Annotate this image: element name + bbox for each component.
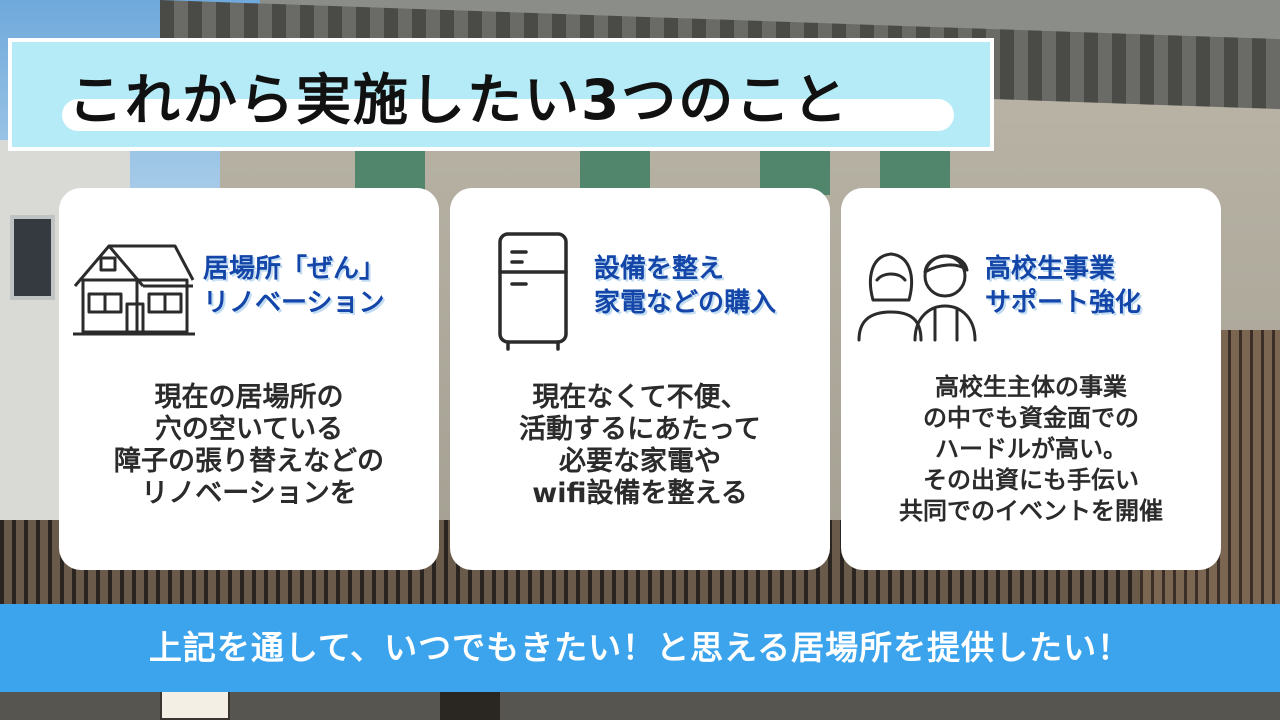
signboard	[440, 690, 500, 720]
house-icon	[73, 244, 195, 336]
card-heading: 高校生事業 サポート強化	[985, 252, 1217, 320]
green-window-pane	[880, 150, 950, 195]
card-description-line: 必要な家電や	[559, 446, 721, 477]
green-window-pane	[355, 150, 425, 195]
card-heading: 設備を整え 家電などの購入	[594, 252, 826, 320]
card-description-line: 現在の居場所の	[154, 382, 344, 413]
footer-banner: 上記を通して、いつでもきたい！と思える居場所を提供したい！	[0, 604, 1280, 692]
card-description-line: 穴の空いている	[154, 414, 344, 445]
card-description: 現在の居場所の 穴の空いている 障子の張り替えなどの リノベーションを	[59, 382, 439, 510]
title-highlight	[62, 99, 954, 131]
card-equipment: 設備を整え 家電などの購入 現在なくて不便、 活動するにあたって 必要な家電や …	[450, 188, 830, 570]
card-description-line: の中でも資金面での	[923, 404, 1139, 432]
card-description: 現在なくて不便、 活動するにあたって 必要な家電や wifi設備を整える	[450, 382, 830, 510]
card-heading-line: サポート強化	[985, 288, 1142, 318]
card-description: 高校生主体の事業 の中でも資金面での ハードルが高い。 その出資にも手伝い 共同…	[841, 372, 1221, 527]
card-description-line: 障子の張り替えなどの	[114, 446, 384, 477]
card-heading-line: 設備を整え	[594, 254, 725, 284]
card-student-support: 高校生事業 サポート強化 高校生主体の事業 の中でも資金面での ハードルが高い。…	[841, 188, 1221, 570]
page-title: これから実施したい3つのこと	[68, 68, 850, 132]
card-heading-line: 居場所「ぜん」	[203, 254, 386, 284]
green-window-pane	[760, 150, 830, 195]
title-panel: これから実施したい3つのこと	[8, 38, 994, 151]
refrigerator-icon	[498, 232, 568, 351]
card-heading-line: 家電などの購入	[594, 288, 777, 318]
card-description-line: 共同でのイベントを開催	[899, 497, 1163, 525]
card-description-line: その出資にも手伝い	[923, 466, 1139, 494]
green-window-pane	[580, 150, 650, 195]
card-description-line: wifi設備を整える	[532, 478, 748, 509]
card-description-line: 活動するにあたって	[519, 414, 761, 445]
card-description-line: リノベーションを	[141, 478, 357, 509]
card-heading: 居場所「ぜん」 リノベーション	[203, 252, 435, 320]
card-description-line: 高校生主体の事業	[935, 373, 1127, 401]
chalk-sign	[160, 690, 230, 720]
card-renovation: 居場所「ぜん」 リノベーション 現在の居場所の 穴の空いている 障子の張り替えな…	[59, 188, 439, 570]
card-heading-line: 高校生事業	[985, 254, 1116, 284]
neighbor-window	[10, 215, 55, 300]
students-icon	[857, 252, 977, 342]
card-heading-line: リノベーション	[203, 288, 385, 318]
card-description-line: 現在なくて不便、	[532, 382, 748, 413]
card-description-line: ハードルが高い。	[935, 435, 1127, 463]
banner-text: 上記を通して、いつでもきたい！と思える居場所を提供したい！	[148, 628, 1132, 667]
